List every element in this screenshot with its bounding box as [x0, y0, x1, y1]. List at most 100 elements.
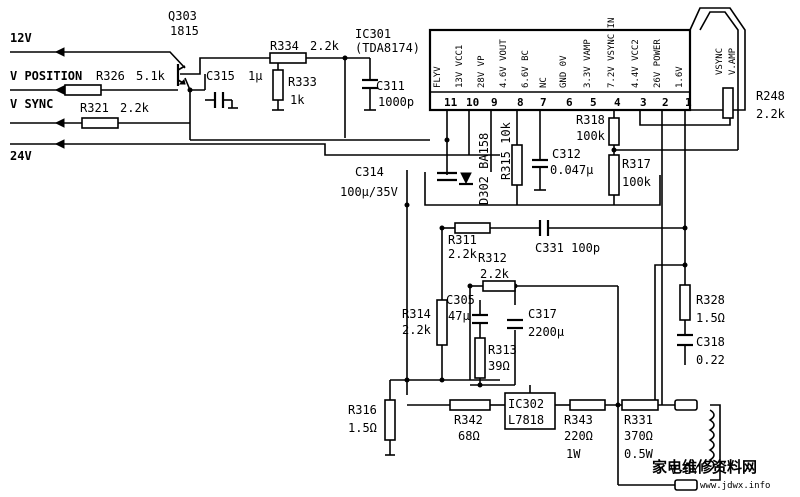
- resistor-r321: [81, 117, 119, 129]
- label-r314-val: 2.2k: [402, 323, 432, 337]
- ic301-body: [428, 7, 746, 120]
- label-r313-ref: R313: [488, 343, 517, 357]
- resistor-r313: [474, 337, 486, 379]
- label-r333-val: 1k: [290, 93, 305, 107]
- resistor-r331: [621, 399, 659, 411]
- resistor-r334: [269, 52, 307, 64]
- label-ic301-val: (TDA8174): [355, 41, 420, 55]
- vdy-coil-icon: [674, 399, 715, 491]
- resistor-r312: [482, 280, 516, 292]
- label-c312-val: 0.047μ: [550, 163, 593, 177]
- ic-pin-name-7: 6.6V BC: [521, 50, 531, 88]
- capacitor-c315: [213, 92, 225, 108]
- ic-pin-name-9: 28V VP: [477, 55, 487, 88]
- label-r342-val: 68Ω: [458, 429, 480, 443]
- label-r333-ref: R333: [288, 75, 317, 89]
- resistor-r315: [511, 144, 523, 186]
- label-r312-ref: R312: [478, 251, 507, 265]
- label-r334-ref: R334: [270, 39, 299, 53]
- net-label-vsync: V SYNC: [10, 97, 53, 111]
- label-ic302-val: L7818: [508, 413, 544, 427]
- ic-pin-num-10: 10: [466, 96, 479, 109]
- label-q303-ref: Q303: [168, 9, 197, 23]
- ic-pin-name-2: 26V POWER: [653, 39, 663, 88]
- q303-transistor: [176, 64, 186, 86]
- capacitor-c311: [362, 78, 378, 90]
- resistor-r333: [272, 69, 284, 101]
- label-c305-val: 47μ: [448, 309, 470, 323]
- diode-d302: [459, 172, 473, 186]
- label-ic301-ref: IC301: [355, 27, 391, 41]
- net-label-24v: 24V: [10, 149, 32, 163]
- label-c317-val: 2200μ: [528, 325, 564, 339]
- ic-pin-name-3: 4.4V VCC2: [631, 39, 641, 88]
- ic-side-vamp: V.AMP: [728, 47, 738, 75]
- ic-pin-name-4: 7.2V VSYNC IN: [607, 18, 617, 88]
- label-r248-val: 2.2k: [756, 107, 786, 121]
- net-label-vpos: V POSITION: [10, 69, 82, 83]
- resistor-r342: [449, 399, 491, 411]
- ic301-pin-names: FLYV 13V VCC1 28V VP 4.6V VOUT 6.6V BC N…: [433, 18, 738, 88]
- resistor-r317: [608, 154, 620, 196]
- label-r328-val: 1.5Ω: [696, 311, 725, 325]
- capacitor-c331: [538, 220, 550, 236]
- junctions: [187, 55, 688, 408]
- label-c315-val: 1μ: [248, 69, 262, 83]
- label-r342-ref: R342: [454, 413, 483, 427]
- label-r313-val: 39Ω: [488, 359, 510, 373]
- label-c314-ref: C314: [355, 165, 384, 179]
- ic-pin-num-8: 8: [517, 96, 524, 109]
- label-r328-ref: R328: [696, 293, 725, 307]
- ic-pin-num-9: 9: [491, 96, 498, 109]
- resistor-r328: [679, 284, 691, 321]
- ic-pin-name-8: 4.6V VOUT: [499, 39, 509, 88]
- watermark-text: 家电维修资料网: [652, 458, 757, 476]
- resistor-r314: [436, 299, 448, 346]
- watermark: 家电维修资料网 www.jdwx.info: [652, 458, 770, 491]
- net-labels: 12V V POSITION V SYNC 24V: [10, 31, 82, 163]
- capacitor-c318: [677, 333, 693, 347]
- label-c318-val: 0.22: [696, 353, 725, 367]
- resistor-r248: [722, 87, 734, 119]
- resistor-r316: [384, 399, 396, 441]
- ic-pin-num-5: 5: [590, 96, 597, 109]
- ground-symbols: [228, 107, 546, 456]
- label-c311-val: 1000p: [378, 95, 414, 109]
- ic-pin-num-6: 6: [566, 96, 573, 109]
- ic-pin-name-10: 13V VCC1: [455, 45, 465, 88]
- label-r331-ref: R331: [624, 413, 653, 427]
- capacitor-c305: [472, 313, 488, 325]
- label-c331: C331 100p: [535, 241, 600, 255]
- ic-pin-name-11: FLYV: [433, 66, 443, 88]
- label-r318-ref: R318: [576, 113, 605, 127]
- label-c312-ref: C312: [552, 147, 581, 161]
- ic-pin-name-5: 3.3V VAMP: [583, 39, 593, 88]
- label-r321-val: 2.2k: [120, 101, 150, 115]
- label-r314-ref: R314: [402, 307, 431, 321]
- ic302-regulator: [504, 392, 556, 430]
- net-label-12v: 12V: [10, 31, 32, 45]
- label-r343-rating: 1W: [566, 447, 581, 461]
- resistor-r311: [454, 222, 491, 234]
- label-q303-val: 1815: [170, 24, 199, 38]
- label-r318-val: 100k: [576, 129, 606, 143]
- label-r317-ref: R317: [622, 157, 651, 171]
- label-c305-ref: C305: [446, 293, 475, 307]
- label-c318-ref: C318: [696, 335, 725, 349]
- watermark-url: www.jdwx.info: [700, 481, 770, 491]
- component-labels: Q303 1815 IC301 (TDA8174) R334 2.2k R326…: [80, 9, 786, 477]
- ic-pin-num-2: 2: [662, 96, 669, 109]
- label-c315-ref: C315: [206, 69, 235, 83]
- label-c317-ref: C317: [528, 307, 557, 321]
- ic301-pin-numbers: 11 10 9 8 7 6 5 4 3 2 1: [444, 96, 692, 109]
- label-vdy: V-DY: [670, 463, 700, 477]
- label-ic302-ref: IC302: [508, 397, 544, 411]
- label-r311-ref: R311: [448, 233, 477, 247]
- label-r316-val: 1.5Ω: [348, 421, 377, 435]
- ic-pin-num-1: 1: [685, 96, 692, 109]
- label-r315: R315 10k: [499, 121, 513, 180]
- ic-pin-num-7: 7: [540, 96, 547, 109]
- ic-pin-name-nc: NC: [539, 77, 549, 88]
- label-r326-val: 5.1k: [136, 69, 166, 83]
